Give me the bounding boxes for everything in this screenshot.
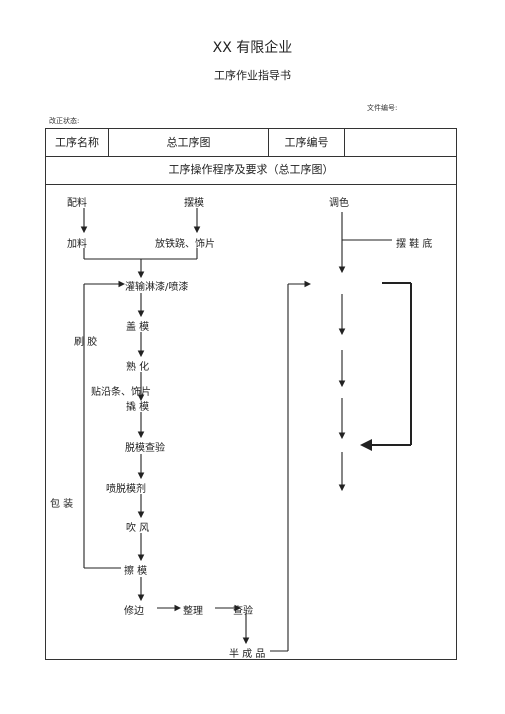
step-baozhuang: 包 装 — [50, 499, 74, 510]
step-tuomo: 脱模查验 — [125, 443, 165, 454]
step-zhengli: 整理 — [183, 606, 203, 617]
step-xiubian: 修边 — [124, 606, 144, 617]
procedure-title: 工序操作程序及要求（总工序图） — [46, 156, 456, 185]
step-tieyan: 贴沿条、饰片 — [91, 387, 151, 398]
procedure-table: 工序名称 总工序图 工序编号 工序操作程序及要求（总工序图） — [45, 128, 457, 660]
company-name: XX 有限企业 — [212, 40, 293, 56]
step-chuifeng: 吹 风 — [126, 523, 150, 534]
process-number-label: 工序编号 — [268, 129, 344, 156]
document-subtitle: 工序作业指导书 — [214, 69, 291, 82]
step-pentuo: 喷脱模剂 — [106, 484, 146, 495]
step-jialiao: 加料 — [67, 239, 87, 250]
step-camo: 擦 模 — [124, 566, 148, 577]
step-banchengpin: 半 成 品 — [229, 649, 266, 660]
step-shuhua: 熟 化 — [126, 362, 150, 373]
step-qiaomo: 撬 模 — [126, 402, 150, 413]
process-number-value — [344, 129, 456, 156]
revision-status-label: 改正状态: — [49, 117, 80, 125]
step-gaimo: 盖 模 — [126, 322, 150, 333]
step-baimo: 摆模 — [184, 198, 204, 209]
process-name-value: 总工序图 — [108, 129, 268, 156]
step-shuajiao: 刷 胶 — [74, 337, 98, 348]
step-fangtie: 放铁跷、饰片 — [155, 239, 215, 250]
step-peiliao: 配料 — [67, 198, 87, 209]
step-guanshu: 灌输淋漆/喷漆 — [125, 282, 189, 293]
step-tiaose: 调色 — [329, 198, 349, 209]
step-baixiedi: 摆 鞋 底 — [396, 239, 433, 250]
doc-number-label: 文件编号: — [367, 104, 398, 112]
table-header-row: 工序名称 总工序图 工序编号 — [46, 129, 456, 157]
step-chayan: 查验 — [233, 606, 253, 617]
process-name-label: 工序名称 — [55, 136, 99, 149]
